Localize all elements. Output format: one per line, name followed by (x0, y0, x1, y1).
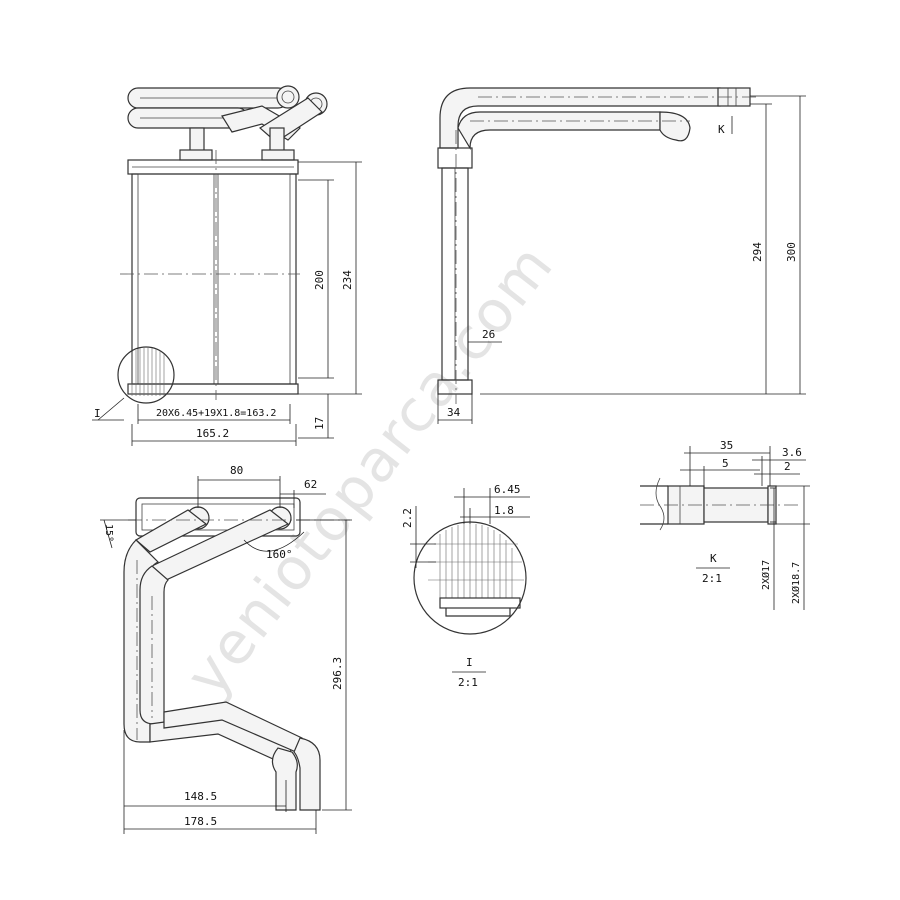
top-view: 80 62 15° 160° 296.3 148.5 178.5 (100, 464, 352, 834)
dim-5: 5 (722, 457, 729, 470)
dim-2: 2 (784, 460, 791, 473)
front-view: I 200 234 17 20X6.45+19X1.8=163.2 165.2 (92, 85, 362, 446)
dim-294: 294 (751, 242, 764, 262)
detail-k: 35 3.6 5 2 2XØ17 2XØ18.7 K 2:1 (640, 439, 810, 610)
dim-angle-15: 15° (103, 524, 114, 542)
dim-80: 80 (230, 464, 243, 477)
detail-i-marker: I (94, 407, 101, 420)
dim-300: 300 (785, 242, 798, 262)
dim-core-formula: 20X6.45+19X1.8=163.2 (156, 408, 276, 419)
dim-angle-160: 160° (266, 548, 293, 561)
dim-dia-18-7: 2XØ18.7 (790, 562, 802, 604)
dim-dia-17: 2XØ17 (760, 560, 772, 590)
dim-34: 34 (447, 406, 461, 419)
dim-17: 17 (313, 417, 326, 430)
detail-k-marker: K (718, 123, 725, 136)
dim-35: 35 (720, 439, 733, 452)
detail-k-label: K (710, 552, 717, 565)
front-top-pipes (127, 85, 328, 161)
detail-i-label: I (466, 656, 473, 669)
dim-2-2: 2.2 (401, 508, 414, 528)
dim-26: 26 (482, 328, 495, 341)
dim-1-8: 1.8 (494, 504, 514, 517)
detail-k-scale: 2:1 (702, 572, 722, 585)
detail-i-fins (428, 524, 524, 598)
dim-148-5: 148.5 (184, 790, 217, 803)
dim-165-2: 165.2 (196, 427, 229, 440)
dim-62: 62 (304, 478, 317, 491)
dim-178-5: 178.5 (184, 815, 217, 828)
side-view: K 26 34 294 300 (437, 87, 806, 424)
detail-i: 6.45 1.8 2.2 I 2:1 (401, 483, 530, 689)
dim-296-3: 296.3 (331, 657, 344, 690)
dim-6-45: 6.45 (494, 483, 521, 496)
detail-i-scale: 2:1 (458, 676, 478, 689)
dim-3-6: 3.6 (782, 446, 802, 459)
dim-200: 200 (313, 270, 326, 290)
dim-234: 234 (341, 270, 354, 290)
front-fin-detail (131, 348, 165, 396)
